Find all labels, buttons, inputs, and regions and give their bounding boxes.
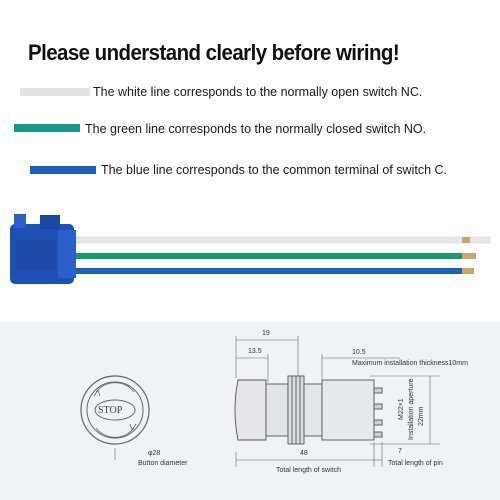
dim-19: 19	[262, 330, 270, 337]
page-title: Please understand clearly before wiring!	[28, 40, 400, 65]
dim-7: 7	[398, 448, 402, 455]
button-diameter-label: Button diameter	[138, 460, 188, 467]
green-wire-swatch	[14, 124, 80, 132]
aperture-mm: 22mm	[418, 406, 425, 426]
switch-side-view	[234, 375, 383, 445]
green-wire-tip	[462, 253, 476, 259]
white-wire-tip	[462, 237, 470, 243]
button-diameter-value: φ28	[148, 450, 161, 457]
thread-label: M22×1	[398, 398, 405, 420]
blue-wire	[70, 268, 470, 274]
dim-48: 48	[300, 450, 308, 457]
white-wire-text: The white line corresponds to the normal…	[93, 85, 423, 99]
dim-10-5: 10.5	[352, 349, 366, 356]
green-wire	[70, 253, 470, 259]
white-wire-swatch	[20, 88, 90, 96]
wires	[69, 236, 491, 274]
stop-label: STOP	[98, 405, 123, 416]
blue-wire-text: The blue line corresponds to the common …	[101, 163, 447, 177]
dim-13-5: 13.5	[248, 348, 262, 355]
total-length-label: Total length of switch	[276, 467, 341, 474]
white-wire	[69, 236, 491, 244]
blue-wire-swatch	[30, 166, 96, 174]
green-wire-text: The green line corresponds to the normal…	[85, 122, 427, 136]
connector-illustration	[10, 214, 491, 284]
button-front-view	[80, 375, 150, 460]
max-thickness: Maximum installation thickness10mm	[352, 360, 468, 367]
aperture-label: Installation aperture	[408, 378, 415, 440]
connector-body	[10, 214, 76, 284]
dimension-lines	[235, 336, 440, 467]
pin-length-label: Total length of pin	[388, 460, 443, 467]
technical-drawing: STOP φ28 Button diameter 19 13.5 10.5 Ma…	[0, 322, 500, 500]
blue-wire-tip	[462, 268, 474, 274]
